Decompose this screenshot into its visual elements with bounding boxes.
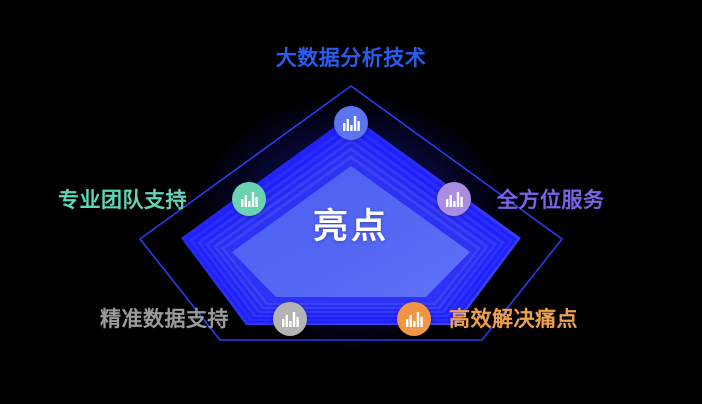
node-label-top: 大数据分析技术	[275, 47, 427, 70]
center-label: 亮点	[312, 207, 389, 246]
bar-chart-icon	[445, 191, 463, 207]
node-label-bottom-right: 高效解决痛点	[449, 308, 578, 331]
node-icon-left[interactable]	[232, 182, 266, 216]
node-label-right: 全方位服务	[497, 189, 605, 212]
node-icon-top[interactable]	[334, 106, 368, 140]
bar-chart-icon	[342, 115, 360, 131]
bar-chart-icon	[281, 311, 299, 327]
node-label-left: 专业团队支持	[58, 189, 187, 212]
node-icon-bottom-left[interactable]	[273, 302, 307, 336]
outer-pentagon-outline	[138, 85, 564, 341]
node-icon-bottom-right[interactable]	[397, 302, 431, 336]
node-icon-right[interactable]	[437, 182, 471, 216]
inner-pentagon	[232, 166, 470, 297]
bar-chart-icon	[405, 311, 423, 327]
bar-chart-icon	[240, 191, 258, 207]
node-label-bottom-left: 精准数据支持	[100, 308, 229, 331]
